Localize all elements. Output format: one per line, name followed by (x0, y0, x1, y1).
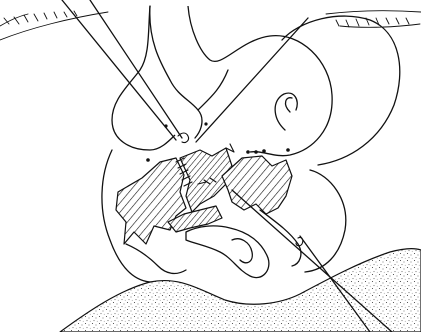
central-tissue-mass (188, 6, 332, 156)
right-lower-lobe (305, 170, 346, 272)
inner-oral-opening (186, 226, 269, 278)
lower-left-flap-edge (126, 244, 186, 273)
upper-right-gum (326, 11, 421, 28)
right-hatched-flap (222, 156, 292, 214)
left-tissue-flap (112, 6, 175, 150)
